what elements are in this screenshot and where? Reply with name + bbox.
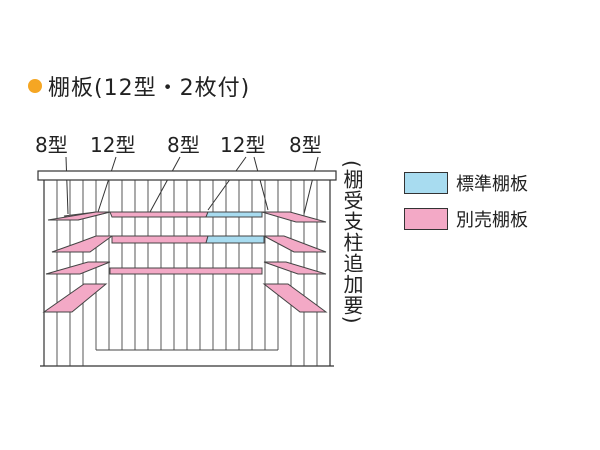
shelves [42,211,328,313]
title-text: 棚板(12型・2枚付) [48,76,251,101]
shelf-3-right [263,261,327,275]
shelf-4-right [262,283,328,313]
bullet-icon [28,79,42,93]
legend-label-optional: 別売棚板 [456,210,528,231]
title: 棚板(12型・2枚付) [28,70,250,102]
shelf-2-left [51,235,114,253]
shelf-2-standard [205,235,265,244]
shelf-2-right [263,235,327,253]
type-label-5: 8型 [289,133,322,157]
side-note: (棚受支柱追加要) [340,160,364,325]
legend-label-standard: 標準棚板 [456,174,528,195]
shelf-3-left [45,261,111,275]
type-label-4: 12型 [220,133,265,157]
shelf-4-left [42,283,108,313]
shed-frame [37,170,337,367]
type-label-1: 8型 [35,133,68,157]
legend-item-optional: 別売棚板 [404,206,528,232]
type-label-2: 12型 [90,133,135,157]
legend-swatch-optional [404,208,448,230]
shelf-top-right [261,211,327,223]
shelf-3-mid [109,267,263,275]
shelf-top-standard [205,211,263,218]
shelf-top-mid [109,211,209,218]
shelf-2-mid [111,235,209,244]
legend-item-standard: 標準棚板 [404,170,528,196]
legend-swatch-standard [404,172,448,194]
pointer-lines [65,156,319,215]
legend: 標準棚板 別売棚板 [404,170,528,242]
type-label-3: 8型 [167,133,200,157]
